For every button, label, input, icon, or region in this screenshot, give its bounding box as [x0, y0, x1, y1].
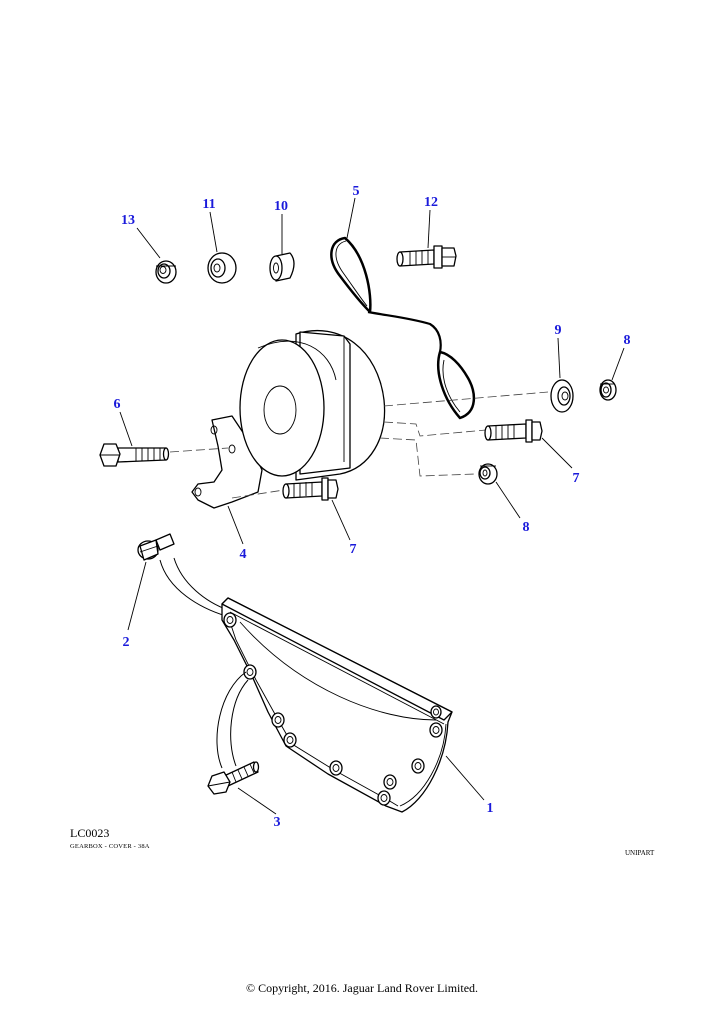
leader-8-upper — [611, 347, 625, 381]
part-2-flange-bolt — [137, 533, 175, 561]
part-7-bolt-center — [282, 477, 339, 501]
bolt-2-path-arc — [159, 559, 227, 617]
bolt-3-path-arc — [216, 671, 247, 769]
leader-2 — [127, 561, 147, 631]
bolt-2-path-arc-2 — [173, 557, 229, 611]
cover-bolt-holes — [223, 612, 443, 806]
part-7-bolt-right — [484, 419, 543, 443]
leader-7-right — [541, 437, 573, 469]
callout-2: 2 — [123, 635, 130, 650]
callout-6: 6 — [114, 397, 121, 412]
part-4-housing — [191, 329, 386, 509]
callout-8-upper: 8 — [624, 333, 631, 348]
callout-7-center: 7 — [350, 542, 357, 557]
leader-13 — [136, 227, 161, 259]
alignment-lines — [169, 391, 549, 499]
leader-9 — [557, 337, 561, 379]
part-13-flange-nut — [155, 260, 177, 284]
diagram-subtitle: GEARBOX - COVER - 38A — [70, 843, 150, 850]
leader-11 — [209, 211, 218, 253]
copyright-notice: © Copyright, 2016. Jaguar Land Rover Lim… — [245, 981, 479, 995]
leader-12 — [427, 209, 431, 249]
part-11-washer — [207, 252, 237, 284]
leader-5 — [346, 197, 356, 239]
bolt-3-path-arc-2 — [230, 679, 249, 767]
part-3-bolt — [207, 761, 260, 795]
part-6-long-bolt — [99, 443, 170, 467]
part-8-nut-upper — [599, 379, 617, 401]
leader-4 — [227, 505, 244, 545]
callout-11: 11 — [202, 197, 215, 212]
leader-6 — [119, 411, 133, 447]
diagram-code: LC0023 — [70, 826, 110, 840]
callout-13: 13 — [121, 213, 135, 228]
callout-4: 4 — [240, 547, 247, 562]
callout-10: 10 — [274, 199, 288, 214]
part-5-lanyard — [330, 236, 475, 420]
callout-5: 5 — [353, 184, 360, 199]
callout-8-lower: 8 — [523, 520, 530, 535]
leader-7-center — [331, 499, 351, 541]
part-1-cover-plate — [221, 597, 453, 813]
part-8-nut-lower — [478, 463, 498, 485]
leader-8-lower — [495, 481, 521, 519]
part-9-washer — [550, 379, 574, 413]
callout-labels: 13 11 10 5 12 9 8 6 7 8 7 4 2 1 3 — [114, 184, 631, 830]
part-12-flange-bolt — [396, 245, 457, 269]
callout-7-right: 7 — [573, 471, 580, 486]
leader-3 — [237, 787, 277, 815]
callout-9: 9 — [555, 323, 562, 338]
callout-3: 3 — [274, 815, 281, 830]
leader-1 — [445, 755, 485, 801]
part-10-spacer — [269, 252, 295, 282]
callout-12: 12 — [424, 195, 438, 210]
callout-1: 1 — [487, 801, 494, 816]
brand-label: UNIPART — [625, 849, 655, 857]
